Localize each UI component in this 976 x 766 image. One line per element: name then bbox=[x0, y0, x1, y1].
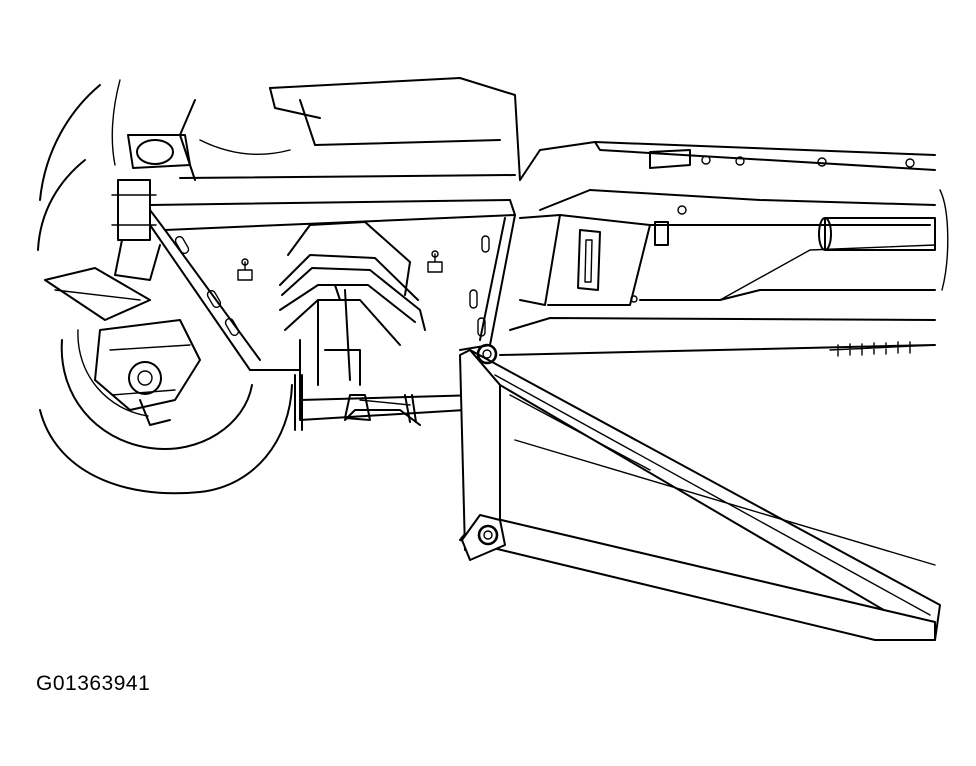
figure-id-label: G01363941 bbox=[36, 672, 151, 695]
suspension-linkage bbox=[44, 134, 201, 426]
engine-mount bbox=[279, 221, 481, 421]
lower-brackets bbox=[294, 374, 421, 431]
engine-body-upper bbox=[149, 77, 521, 206]
body-right bbox=[499, 141, 949, 357]
front-wheel bbox=[37, 79, 293, 495]
engine-support-fixture bbox=[459, 343, 941, 641]
